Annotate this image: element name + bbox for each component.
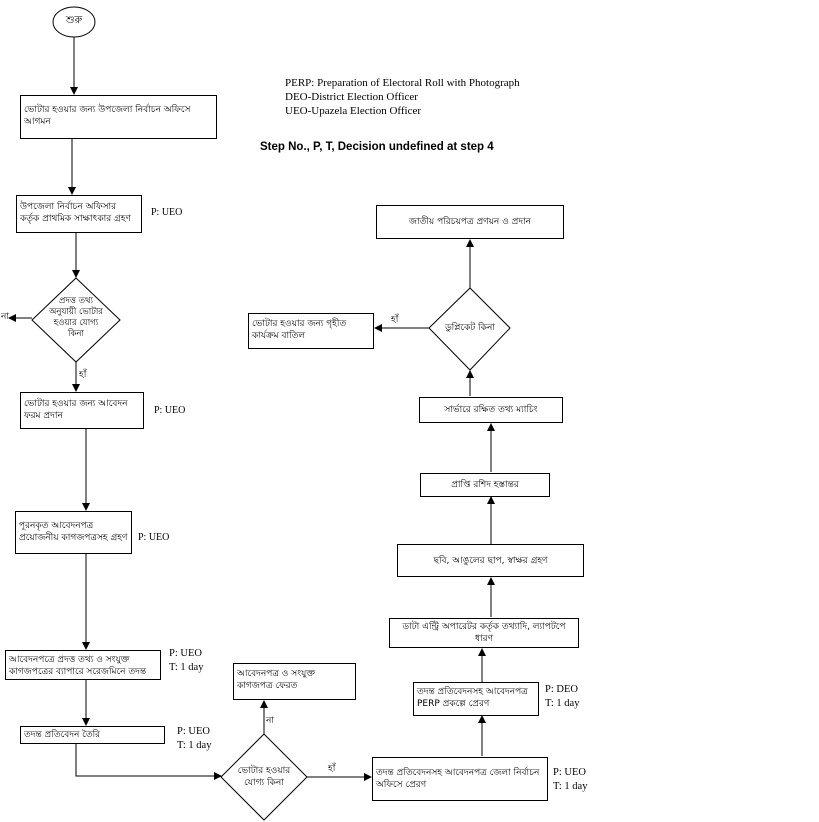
step-10-box: ছবি, আঙুলের ছাপ, স্বাক্ষর গ্রহণ bbox=[397, 544, 584, 577]
step-7-box: তদন্ত প্রতিবেদনসহ আবেদনপত্র জেলা নির্বাচ… bbox=[372, 757, 548, 801]
step-5-performer: P: UEO bbox=[169, 648, 202, 659]
decision-2-text: ভোটার হওয়ার যোগ্য কিনা bbox=[237, 766, 291, 788]
cancel-box: ভোটার হওয়ার জন্য গৃহীত কার্যক্রম বাতিল bbox=[248, 313, 374, 349]
decision-3-yes-label: হাঁ bbox=[391, 315, 399, 325]
step-12-box: সার্ভারে রক্ষিত তথ্য ম্যাচিং bbox=[419, 397, 563, 423]
step-8-performer: P: DEO bbox=[545, 684, 578, 695]
step-6-time: T: 1 day bbox=[177, 740, 212, 751]
step-4-box: পূরনকৃত আবেদনপত্র প্রয়োজনীয় কাগজপত্রসহ… bbox=[15, 511, 132, 554]
final-box: জাতীয় পরিচয়পত্র প্রণয়ন ও প্রদান bbox=[376, 205, 564, 239]
step-2-box: উপজেলা নির্বাচন অফিসার কর্তৃক প্রাথমিক স… bbox=[16, 195, 142, 233]
step-7-time: T: 1 day bbox=[553, 781, 588, 792]
legend: PERP: Preparation of Electoral Roll with… bbox=[285, 76, 520, 118]
step-3-performer: P: UEO bbox=[154, 405, 186, 416]
arrow-s6-d2 bbox=[75, 744, 222, 780]
step-8-time: T: 1 day bbox=[545, 698, 580, 709]
step-6-performer: P: UEO bbox=[177, 726, 210, 737]
step-7-performer: P: UEO bbox=[553, 767, 586, 778]
legend-line-2: DEO-District Election Officer bbox=[285, 91, 418, 103]
decision-2-shape bbox=[220, 733, 308, 821]
decision-2-yes-label: হাঁ bbox=[328, 764, 336, 774]
step-1-box: ভোটার হওয়ার জন্য উপজেলা নির্বাচন অফিসে … bbox=[20, 95, 217, 139]
step-5-time: T: 1 day bbox=[169, 662, 204, 673]
decision-2-no-label: না bbox=[266, 716, 274, 726]
decision-3-text: ডুপ্লিকেট কিনা bbox=[445, 323, 495, 333]
step-5-box: আবেদনপত্রে প্রদত্ত তথ্য ও সংযুক্ত কাগজপত… bbox=[5, 650, 161, 680]
step-3-box: ভোটার হওয়ার জন্য আবেদন ফরম প্রদান bbox=[20, 392, 144, 429]
step-11-box: প্রাপ্তি রশিদ হস্তান্তর bbox=[420, 473, 550, 497]
step-8-box: তদন্ত প্রতিবেদনসহ আবেদনপত্র PERP প্রকল্প… bbox=[413, 682, 539, 716]
step-4-performer: P: UEO bbox=[138, 532, 170, 543]
decision-1-yes-label: হাঁ bbox=[79, 370, 87, 380]
decision-3-shape bbox=[428, 287, 511, 371]
reject-box: আবেদনপত্র ও সংযুক্ত কাগজপত্র ফেরত bbox=[233, 663, 356, 700]
step-2-performer: P: UEO bbox=[151, 207, 183, 218]
step-6-box: তদন্ত প্রতিবেদন তৈরি bbox=[20, 726, 165, 744]
start-node-label: শুরু bbox=[65, 15, 83, 26]
diagram-title: Step No., P, T, Decision undefined at st… bbox=[260, 141, 494, 153]
step-9-box: ডাটা এন্ট্রি অপারেটর কর্তৃক তথ্যাদি, ল্য… bbox=[389, 618, 579, 648]
legend-line-1: PERP: Preparation of Electoral Roll with… bbox=[285, 77, 520, 89]
legend-line-3: UEO-Upazela Election Officer bbox=[285, 105, 422, 117]
decision-1-no-label: না bbox=[1, 312, 9, 322]
decision-1-text: প্রদত্ত তথ্য অনুযায়ী ভোটার হওয়ার যোগ্য… bbox=[49, 296, 103, 339]
